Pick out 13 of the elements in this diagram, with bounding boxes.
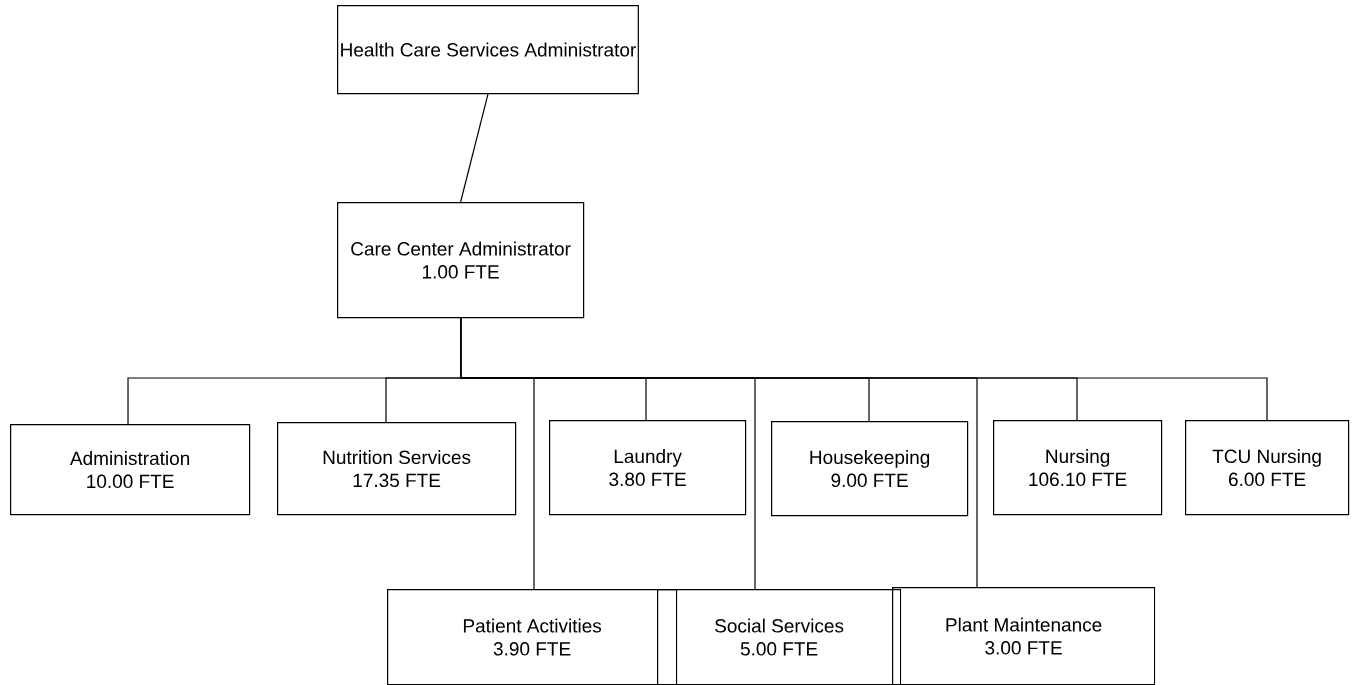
- org-box: TCU Nursing 6.00 FTE: [1185, 420, 1350, 516]
- org-box: Health Care Services Administrator: [337, 5, 639, 95]
- org-box: Laundry 3.80 FTE: [549, 420, 747, 516]
- connector-line: [460, 317, 1268, 421]
- org-box: Care Center Administrator 1.00 FTE: [337, 202, 585, 319]
- org-box: Nursing 106.10 FTE: [993, 420, 1163, 516]
- connector-line: [460, 93, 489, 203]
- org-box: Plant Maintenance 3.00 FTE: [892, 587, 1156, 685]
- org-box: Patient Activities 3.90 FTE: [387, 589, 678, 685]
- org-box: Social Services 5.00 FTE: [657, 589, 902, 685]
- org-box: Nutrition Services 17.35 FTE: [277, 422, 517, 516]
- org-box: Housekeeping 9.00 FTE: [771, 421, 969, 517]
- org-box: Administration 10.00 FTE: [10, 424, 251, 516]
